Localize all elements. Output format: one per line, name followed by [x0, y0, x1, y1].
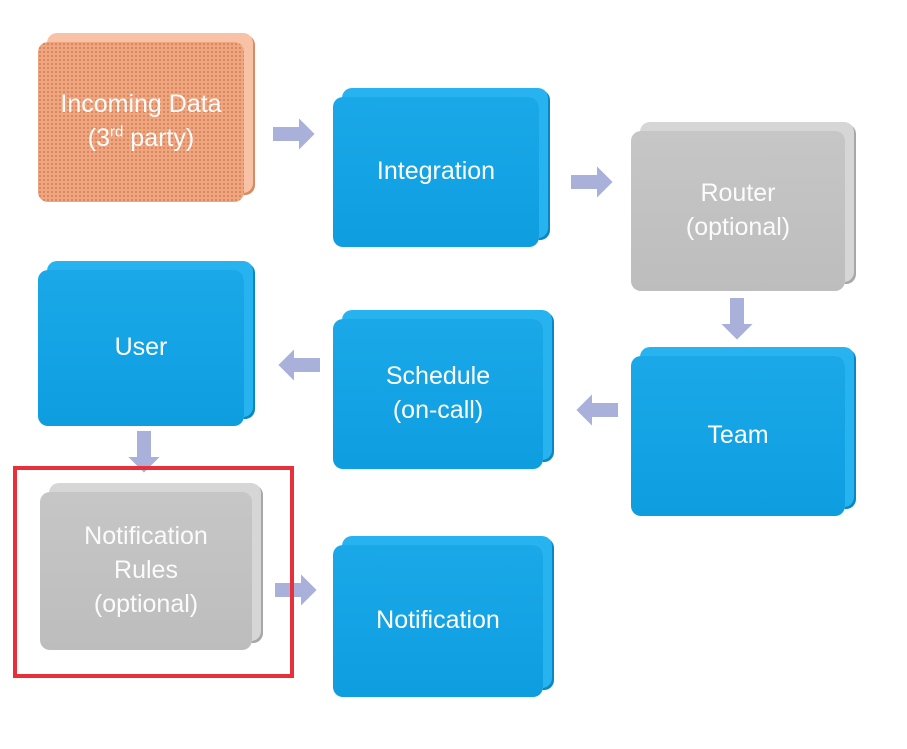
node-notification-rules: Notification Rules (optional): [40, 492, 252, 650]
node-user: User: [38, 270, 244, 426]
notification-rules-line1: Notification: [84, 522, 208, 551]
router-line2: (optional): [685, 213, 791, 241]
router-line1: Router: [700, 179, 776, 208]
arrow-integration-to-router: [569, 162, 616, 202]
arrow-incoming-to-integration: [271, 114, 318, 154]
highlight-box: [13, 466, 294, 678]
node-schedule: Schedule (on-call): [333, 319, 543, 469]
arrow-user-to-notification-rules: [124, 429, 164, 476]
node-team: Team: [631, 356, 845, 516]
node-router: Router (optional): [631, 131, 845, 291]
schedule-line1: Schedule: [385, 362, 491, 391]
notification-label: Notification: [376, 606, 500, 635]
arrow-router-to-team: [717, 296, 757, 343]
arrow-schedule-to-user: [275, 345, 322, 385]
notification-rules-line2: Rules: [114, 556, 178, 585]
integration-label: Integration: [376, 157, 496, 186]
user-label: User: [114, 333, 168, 362]
schedule-line2: (on-call): [392, 396, 484, 424]
incoming-data-line1: Incoming Data: [60, 90, 222, 119]
incoming-data-line2: (3rd party): [87, 123, 195, 152]
arrow-notification-rules-to-notification: [273, 570, 320, 610]
team-label: Team: [707, 421, 769, 450]
notification-rules-line3: (optional): [93, 589, 199, 618]
arrow-team-to-schedule: [573, 390, 620, 430]
node-notification: Notification: [333, 545, 543, 697]
node-incoming-data: Incoming Data (3rd party): [38, 42, 244, 202]
node-integration: Integration: [333, 97, 539, 247]
